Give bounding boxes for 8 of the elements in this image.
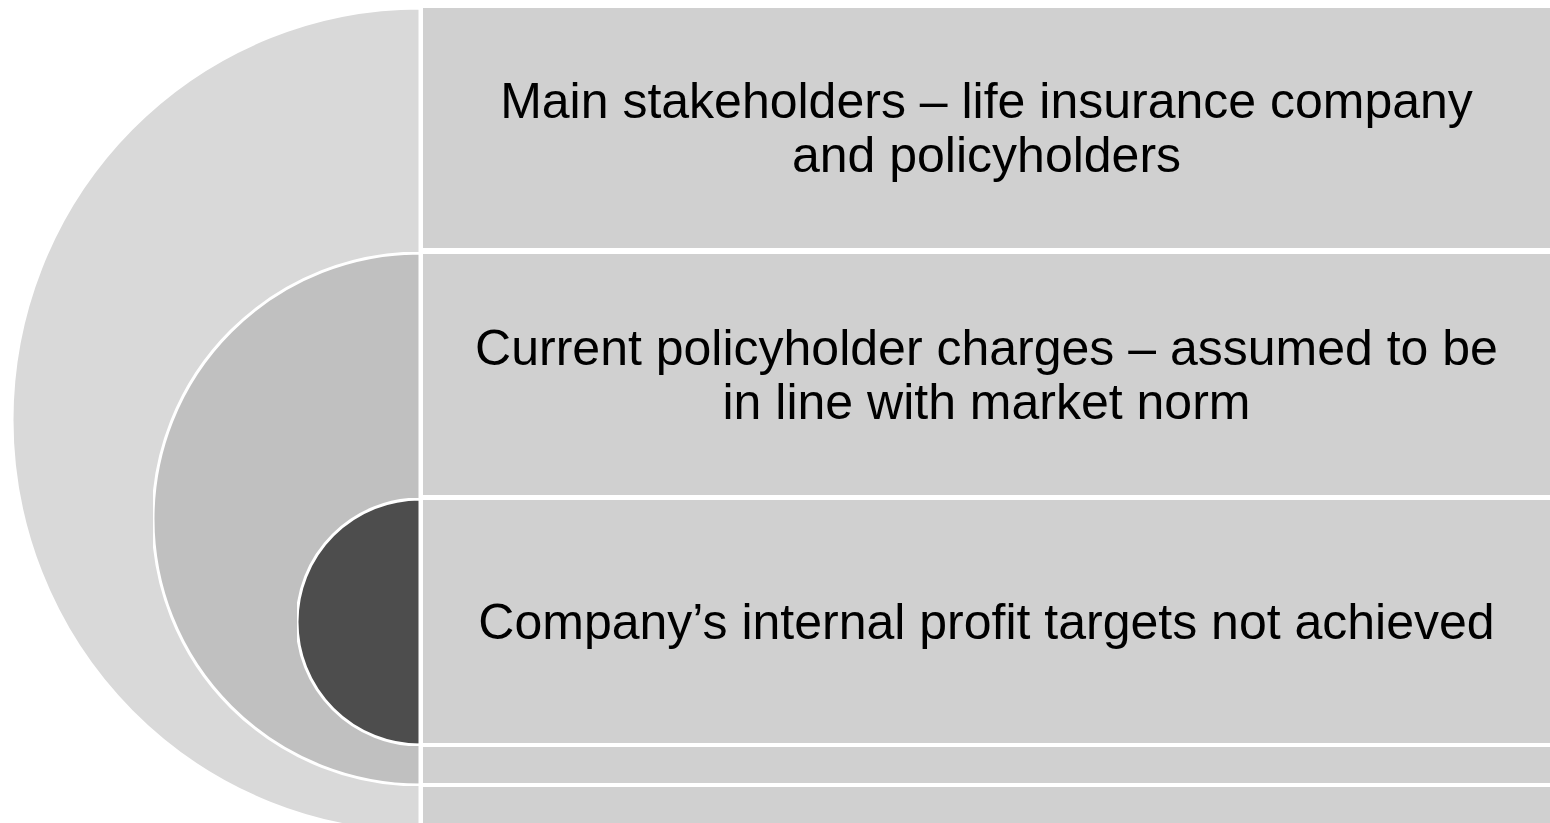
band-text: Company’s internal profit targets not achieved bbox=[478, 594, 1495, 649]
empty-band bbox=[423, 747, 1550, 783]
empty-band bbox=[423, 787, 1550, 823]
band-text: Main stakeholders – life insurance company and policyholders bbox=[499, 74, 1474, 182]
text-band bbox=[423, 254, 1550, 495]
text-band bbox=[423, 500, 1550, 743]
text-band bbox=[423, 8, 1550, 248]
band-text: Current policyholder charges – assumed to be in line with market norm bbox=[474, 320, 1499, 429]
